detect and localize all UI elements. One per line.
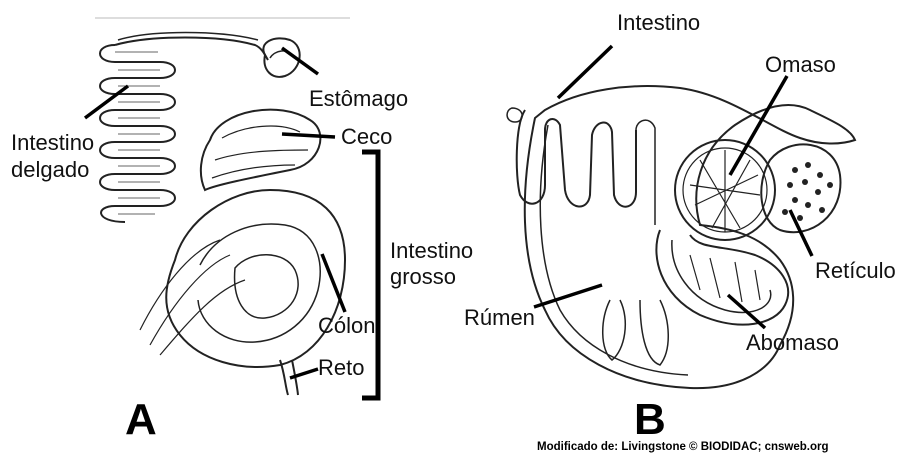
- panel-a-letter: A: [125, 398, 157, 442]
- panel-b-letter: B: [634, 398, 666, 442]
- label-intestino-delgado-line1: Intestino: [11, 130, 94, 155]
- credit-text: Modificado de: Livingstone © BIODIDAC; c…: [537, 441, 829, 453]
- label-colon: Cólon: [318, 313, 375, 338]
- label-ceco: Ceco: [341, 124, 392, 149]
- abomasum-shape: [656, 230, 788, 325]
- label-intestino-delgado-line2: delgado: [11, 157, 89, 182]
- duodenum-tube: [115, 38, 268, 61]
- label-reticulo: Retículo: [815, 258, 896, 283]
- label-estomago: Estômago: [309, 86, 408, 111]
- label-intestino: Intestino: [617, 10, 700, 35]
- colon-body: [166, 190, 345, 367]
- label-intestino-grosso-line2: grosso: [390, 264, 456, 289]
- label-intestino-grosso-line1: Intestino: [390, 238, 473, 263]
- label-reto: Reto: [318, 355, 364, 380]
- label-abomaso: Abomaso: [746, 330, 839, 355]
- panel-b-leaders: [534, 46, 812, 328]
- small-intestine-coils: [100, 45, 175, 222]
- label-omaso: Omaso: [765, 52, 836, 77]
- label-rumen: Rúmen: [464, 305, 535, 330]
- panel-a-leaders: [85, 48, 345, 378]
